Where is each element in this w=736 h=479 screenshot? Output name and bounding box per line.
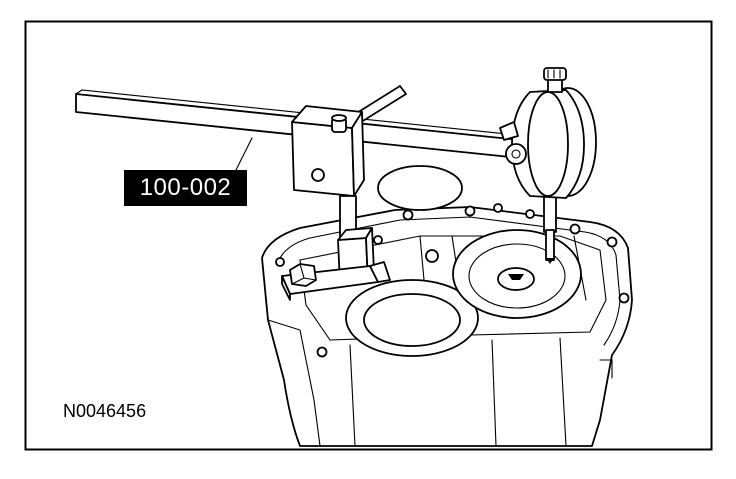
dial-indicator-icon <box>499 67 597 264</box>
callout-leader <box>235 137 253 171</box>
figure-id: N0046456 <box>63 401 147 421</box>
transmission-case-icon <box>261 203 633 447</box>
gauge-bar-icon <box>75 85 528 301</box>
case-upper-opening <box>377 165 463 211</box>
figure-border <box>24 20 713 451</box>
tool-callout-label: 100-002 <box>124 170 247 206</box>
